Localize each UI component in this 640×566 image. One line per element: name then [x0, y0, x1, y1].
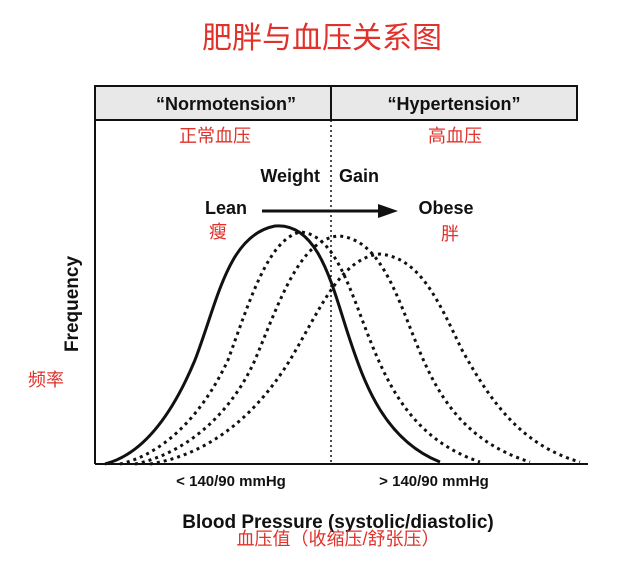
- distribution-curve-lean: [104, 224, 441, 466]
- distribution-curve-2: [119, 230, 481, 466]
- header-band: [94, 85, 578, 121]
- x-label-normal-range: < 140/90 mmHg: [176, 473, 286, 490]
- x-axis-label-cn: 血压值（收缩压/舒张压）: [237, 529, 440, 549]
- lean-label: Lean: [205, 198, 247, 218]
- diagram-title: 肥胖与血压关系图: [202, 22, 442, 55]
- gain-label: Gain: [339, 166, 379, 186]
- header-hypertension: “Hypertension”: [387, 94, 520, 114]
- lean-label-cn: 瘦: [209, 222, 227, 242]
- sub-label-normotension-cn: 正常血压: [179, 126, 251, 146]
- distribution-curve-obese: [149, 252, 581, 466]
- distribution-curve-3: [134, 234, 531, 466]
- header-normotension: “Normotension”: [156, 94, 296, 114]
- y-axis-label: Frequency: [62, 256, 83, 353]
- x-label-high-range: > 140/90 mmHg: [379, 473, 489, 490]
- weight-label: Weight: [260, 166, 320, 186]
- y-axis-label-cn: 频率: [28, 370, 64, 390]
- weight-gain-arrow-head: [378, 204, 398, 218]
- obese-label-cn: 胖: [441, 224, 459, 244]
- sub-label-hypertension-cn: 高血压: [428, 126, 482, 146]
- x-axis-label: Blood Pressure (systolic/diastolic): [182, 512, 493, 533]
- obese-label: Obese: [418, 198, 473, 218]
